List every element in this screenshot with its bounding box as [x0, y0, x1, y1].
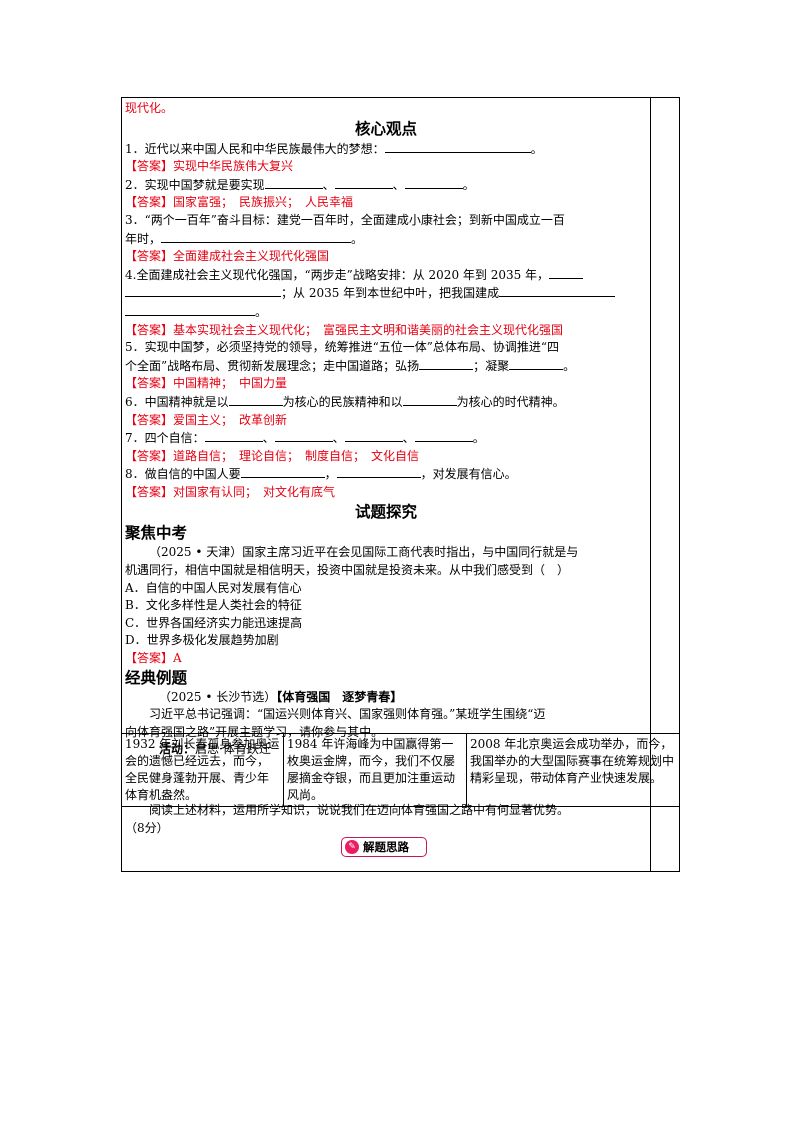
side-column	[651, 97, 680, 872]
activity-cell-1: 1932 年刘长春孤身参加奥运会的遗憾已经远去，而今，全民健身蓬勃开展、青少年体…	[121, 733, 284, 807]
question-4: 4.全面建成社会主义现代化强国，“两步走”战略安排：从 2020 年到 2035…	[125, 266, 647, 285]
worksheet-content: 现代化。 核心观点 1．近代以来中国人民和中华民族最伟大的梦想：。 【答案】实现…	[125, 100, 647, 759]
question-8: 8．做自信的中国人要，，对发展有信心。	[125, 467, 517, 482]
answer-4: 【答案】基本实现社会主义现代化； 富强民主文明和谐美丽的社会主义现代化强国	[125, 322, 564, 337]
option-d: D．世界多极化发展趋势加剧	[125, 633, 279, 648]
solution-tip-button[interactable]: ✎ 解题思路	[341, 837, 427, 857]
classic-intro: 习近平总书记强调：“国运兴则体育兴、国家强则体育强。”某班学生围绕“迈	[149, 707, 546, 722]
focus-answer: 【答案】A	[125, 651, 182, 666]
activity-cell-3: 2008 年北京奥运会成功举办，而今，我国举办的大型国际赛事在统筹规划中精彩呈现…	[466, 733, 680, 807]
lock-book-icon: ✎	[345, 840, 359, 854]
activity-cell-2: 1984 年许海峰为中国赢得第一枚奥运金牌，而今，我们不仅屡屡摘金夺银，而且更加…	[283, 733, 467, 807]
option-b: B．文化多样性是人类社会的特征	[125, 598, 302, 613]
answer-6: 【答案】爱国主义； 改革创新	[125, 412, 288, 427]
focus-title: 聚焦中考	[125, 524, 188, 543]
intro-tail: 现代化。	[125, 101, 174, 115]
question-7: 7．四个自信：、、、。	[125, 431, 485, 446]
tip-label: 解题思路	[363, 840, 409, 854]
question-1: 1．近代以来中国人民和中华民族最伟大的梦想：。	[125, 141, 543, 156]
answer-7: 【答案】道路自信； 理论自信； 制度自信； 文化自信	[125, 448, 420, 463]
question-6: 6．中国精神就是以为核心的民族精神和以为核心的时代精神。	[125, 394, 565, 409]
classic-title: 经典例题	[125, 668, 188, 687]
explore-title: 试题探究	[354, 503, 417, 522]
answer-3: 【答案】全面建成社会主义现代化强国	[125, 249, 330, 264]
option-c: C．世界各国经济实力能迅速提高	[125, 615, 303, 630]
answer-1: 【答案】实现中华民族伟大复兴	[125, 159, 294, 174]
answer-8: 【答案】对国家有认同； 对文化有底气	[125, 484, 336, 499]
main-frame	[121, 97, 651, 872]
question-3: 3．“两个一百年”奋斗目标：建党一百年时，全面建成小康社会；到新中国成立一百	[125, 212, 565, 227]
question-5: 5．实现中国梦，必须坚持党的领导，统筹推进“五位一体”总体布局、协调推进“四	[125, 340, 560, 355]
option-a: A．自信的中国人民对发展有信心	[125, 580, 302, 595]
core-title: 核心观点	[354, 119, 417, 138]
answer-5: 【答案】中国精神； 中国力量	[125, 376, 288, 391]
activity-table: 1932 年刘长春孤身参加奥运会的遗憾已经远去，而今，全民健身蓬勃开展、青少年体…	[121, 733, 680, 807]
final-question: 阅读上述材料，运用所学知识，说说我们在迈向体育强国之路中有何显著优势。 （8分）	[125, 803, 570, 835]
classic-source: （2025 • 长沙节选）【体育强国 逐梦青春】	[159, 689, 403, 704]
focus-stem: （2025 • 天津）国家主席习近平在会见国际工商代表时指出，与中国同行就是与	[149, 545, 579, 560]
question-2: 2．实现中国梦就是要实现、、。	[125, 177, 475, 192]
answer-2: 【答案】国家富强； 民族振兴； 人民幸福	[125, 195, 354, 210]
